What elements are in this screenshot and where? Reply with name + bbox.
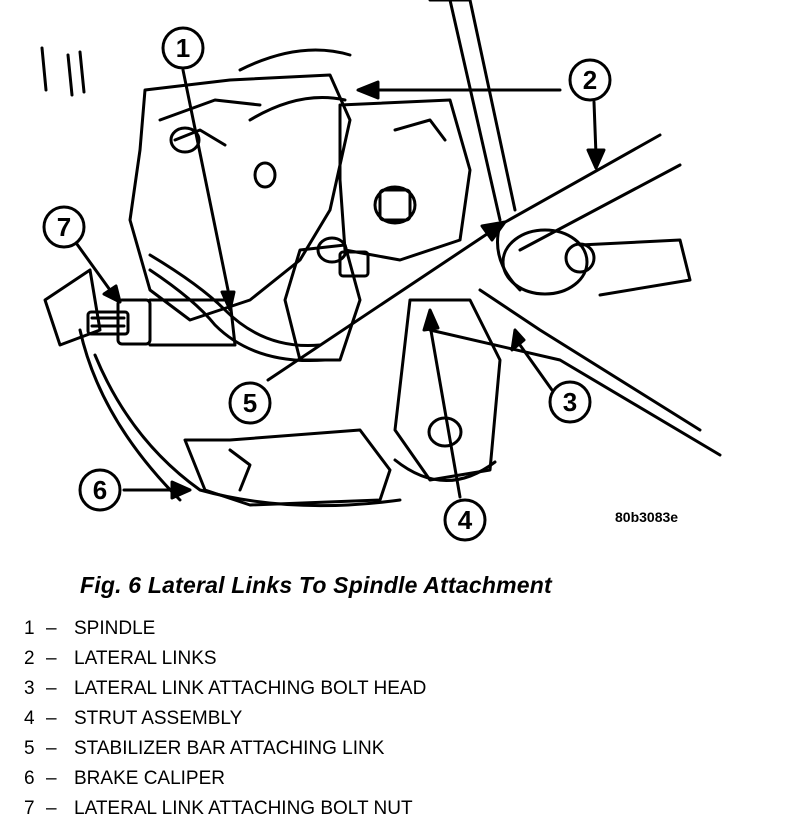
legend-item: 4–STRUT ASSEMBLY — [24, 704, 426, 734]
lateral-links-shape — [428, 133, 722, 457]
legend-dash: – — [46, 708, 57, 729]
callout-6: 6 — [78, 468, 122, 512]
legend-item: 3–LATERAL LINK ATTACHING BOLT HEAD — [24, 674, 426, 704]
legend-num: 5 — [24, 738, 35, 759]
legend-num: 7 — [24, 798, 35, 819]
suspension-illustration: 1 2 3 4 5 6 7 80b3083e — [40, 0, 722, 542]
legend-item: 2–LATERAL LINKS — [24, 644, 426, 674]
callout-4-text: 4 — [458, 505, 473, 535]
legend-dash: – — [46, 768, 57, 789]
callout-7-text: 7 — [57, 212, 71, 242]
legend-label: SPINDLE — [74, 618, 156, 639]
legend-label: LATERAL LINKS — [74, 648, 217, 669]
callout-2-text: 2 — [583, 65, 597, 95]
legend-item: 1–SPINDLE — [24, 614, 426, 644]
legend-label: BRAKE CALIPER — [74, 768, 225, 789]
legend-label: LATERAL LINK ATTACHING BOLT NUT — [74, 798, 413, 819]
callout-1-text: 1 — [176, 33, 190, 63]
legend-dash: – — [46, 798, 57, 819]
legend-num: 1 — [24, 618, 35, 639]
legend-num: 4 — [24, 708, 35, 729]
callout-5: 5 — [228, 381, 272, 425]
callout-3: 3 — [548, 380, 592, 424]
legend-dash: – — [46, 678, 57, 699]
legend-num: 3 — [24, 678, 35, 699]
brake-caliper-shape — [78, 328, 402, 508]
legend-dash: – — [46, 648, 57, 669]
legend-label: STABILIZER BAR ATTACHING LINK — [74, 738, 385, 759]
callout-2: 2 — [568, 58, 612, 102]
legend-num: 6 — [24, 768, 35, 789]
callout-1: 1 — [161, 26, 205, 70]
callout-4: 4 — [443, 498, 487, 542]
legend-label: LATERAL LINK ATTACHING BOLT HEAD — [74, 678, 427, 699]
callout-6-text: 6 — [93, 475, 107, 505]
legend-item: 7–LATERAL LINK ATTACHING BOLT NUT — [24, 794, 426, 824]
bolt-nut-shape — [43, 268, 237, 347]
legend-item: 6–BRAKE CALIPER — [24, 764, 426, 794]
legend-num: 2 — [24, 648, 35, 669]
legend-label: STRUT ASSEMBLY — [74, 708, 243, 729]
legend-dash: – — [46, 738, 57, 759]
strut-assembly-shape — [338, 0, 517, 482]
spindle-body — [128, 73, 352, 322]
stabilizer-link-shape — [148, 48, 370, 363]
figure-code: 80b3083e — [615, 509, 678, 525]
leader-lines — [72, 68, 606, 500]
legend-item: 5–STABILIZER BAR ATTACHING LINK — [24, 734, 426, 764]
hatch-marks — [40, 46, 86, 97]
callout-5-text: 5 — [243, 388, 257, 418]
legend-dash: – — [46, 618, 57, 639]
figure-caption: Fig. 6 Lateral Links To Spindle Attachme… — [80, 572, 552, 598]
callout-3-text: 3 — [563, 387, 577, 417]
callout-7: 7 — [42, 205, 86, 249]
legend-list: 1–SPINDLE 2–LATERAL LINKS 3–LATERAL LINK… — [24, 614, 426, 824]
